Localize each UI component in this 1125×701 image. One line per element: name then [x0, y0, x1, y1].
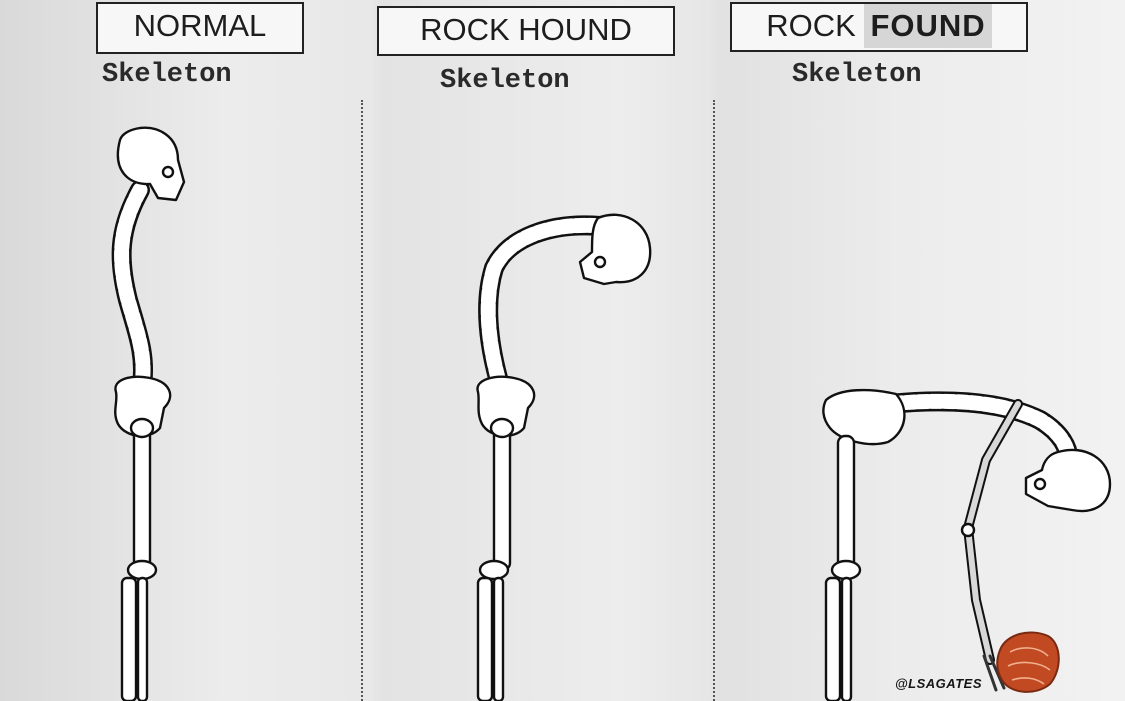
rock-hound-skull	[578, 213, 652, 286]
panel-title-rock-found: ROCK FOUND	[730, 2, 1028, 52]
subtitle-rock-found: Skeleton	[792, 60, 922, 90]
panel-title-normal: NORMAL	[96, 2, 304, 54]
title-normal-text: NORMAL	[133, 8, 267, 43]
normal-pelvis	[114, 375, 172, 437]
panel-title-rock-hound: ROCK HOUND	[377, 6, 675, 56]
rock-found-femur	[836, 434, 856, 572]
normal-skeleton	[111, 126, 186, 701]
title-found-highlight: FOUND	[864, 4, 992, 48]
title-rock-hound-text: ROCK HOUND	[420, 12, 632, 47]
rock-hound-femur	[492, 426, 512, 572]
panel-divider-1	[361, 100, 363, 701]
rock-hound-skeleton	[476, 213, 652, 701]
rock-found-tibia	[824, 576, 842, 701]
subtitle-normal: Skeleton	[102, 60, 232, 90]
rock-found-pelvis	[822, 388, 906, 446]
watermark-handle: @LSAGATES	[895, 676, 982, 691]
rock-icon	[996, 631, 1060, 693]
normal-skull	[116, 126, 186, 202]
rock-hound-pelvis	[476, 375, 536, 437]
subtitle-rock-hound: Skeleton	[440, 66, 570, 96]
normal-tibia	[120, 576, 138, 701]
title-rock-prefix: ROCK	[766, 8, 856, 43]
rock-hound-tibia	[476, 576, 494, 701]
rock-found-skull	[1024, 448, 1112, 513]
rock-found-skeleton	[822, 388, 1112, 701]
panel-divider-2	[713, 100, 715, 701]
normal-femur	[132, 426, 152, 572]
